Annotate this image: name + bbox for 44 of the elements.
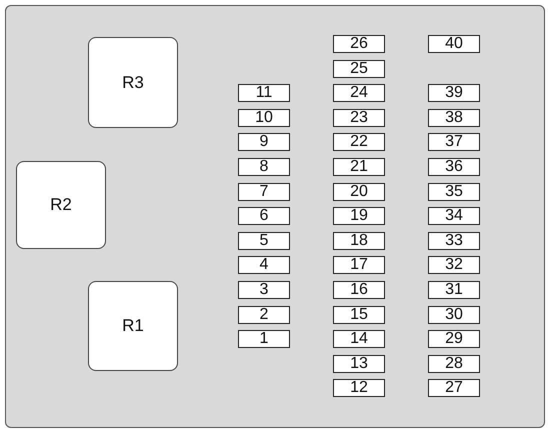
fuse: 16 xyxy=(333,281,385,299)
fuse: 7 xyxy=(238,182,290,201)
fuse: 27 xyxy=(428,379,480,398)
fuse: 37 xyxy=(428,133,480,152)
fuse: 5 xyxy=(238,232,290,250)
fuse: 10 xyxy=(238,108,290,127)
fuse: 40 xyxy=(428,35,480,53)
fuse: 8 xyxy=(238,158,290,176)
fuse: 24 xyxy=(333,84,385,102)
fuse: 36 xyxy=(428,158,480,176)
fuse: 14 xyxy=(333,330,385,348)
fuse: 31 xyxy=(428,281,480,299)
fuse: 25 xyxy=(333,60,385,78)
fuse: 11 xyxy=(238,84,290,102)
fuse: 23 xyxy=(333,108,385,127)
fuse: 29 xyxy=(428,330,480,348)
fuse: 28 xyxy=(428,354,480,373)
fuse: 18 xyxy=(333,232,385,250)
relay: R2 xyxy=(16,161,106,249)
fuse: 39 xyxy=(428,84,480,102)
fuse: 15 xyxy=(333,306,385,324)
fuse: 12 xyxy=(333,379,385,398)
fuse: 33 xyxy=(428,232,480,250)
fuse: 38 xyxy=(428,108,480,127)
fuse: 32 xyxy=(428,256,480,274)
fuse: 3 xyxy=(238,281,290,299)
fuse-panel xyxy=(5,5,545,428)
fuse: 17 xyxy=(333,256,385,274)
fuse: 30 xyxy=(428,306,480,324)
fuse: 22 xyxy=(333,133,385,152)
fuse: 26 xyxy=(333,35,385,53)
fuse: 4 xyxy=(238,256,290,274)
relay: R1 xyxy=(88,281,178,371)
fuse: 9 xyxy=(238,133,290,152)
relay: R3 xyxy=(88,37,178,128)
fuse: 13 xyxy=(333,354,385,373)
fuse: 1 xyxy=(238,330,290,348)
fuse: 21 xyxy=(333,158,385,176)
fuse: 34 xyxy=(428,207,480,226)
fuse: 2 xyxy=(238,306,290,324)
fuse: 20 xyxy=(333,182,385,201)
fuse: 35 xyxy=(428,182,480,201)
fuse: 19 xyxy=(333,207,385,226)
fuse: 6 xyxy=(238,207,290,226)
